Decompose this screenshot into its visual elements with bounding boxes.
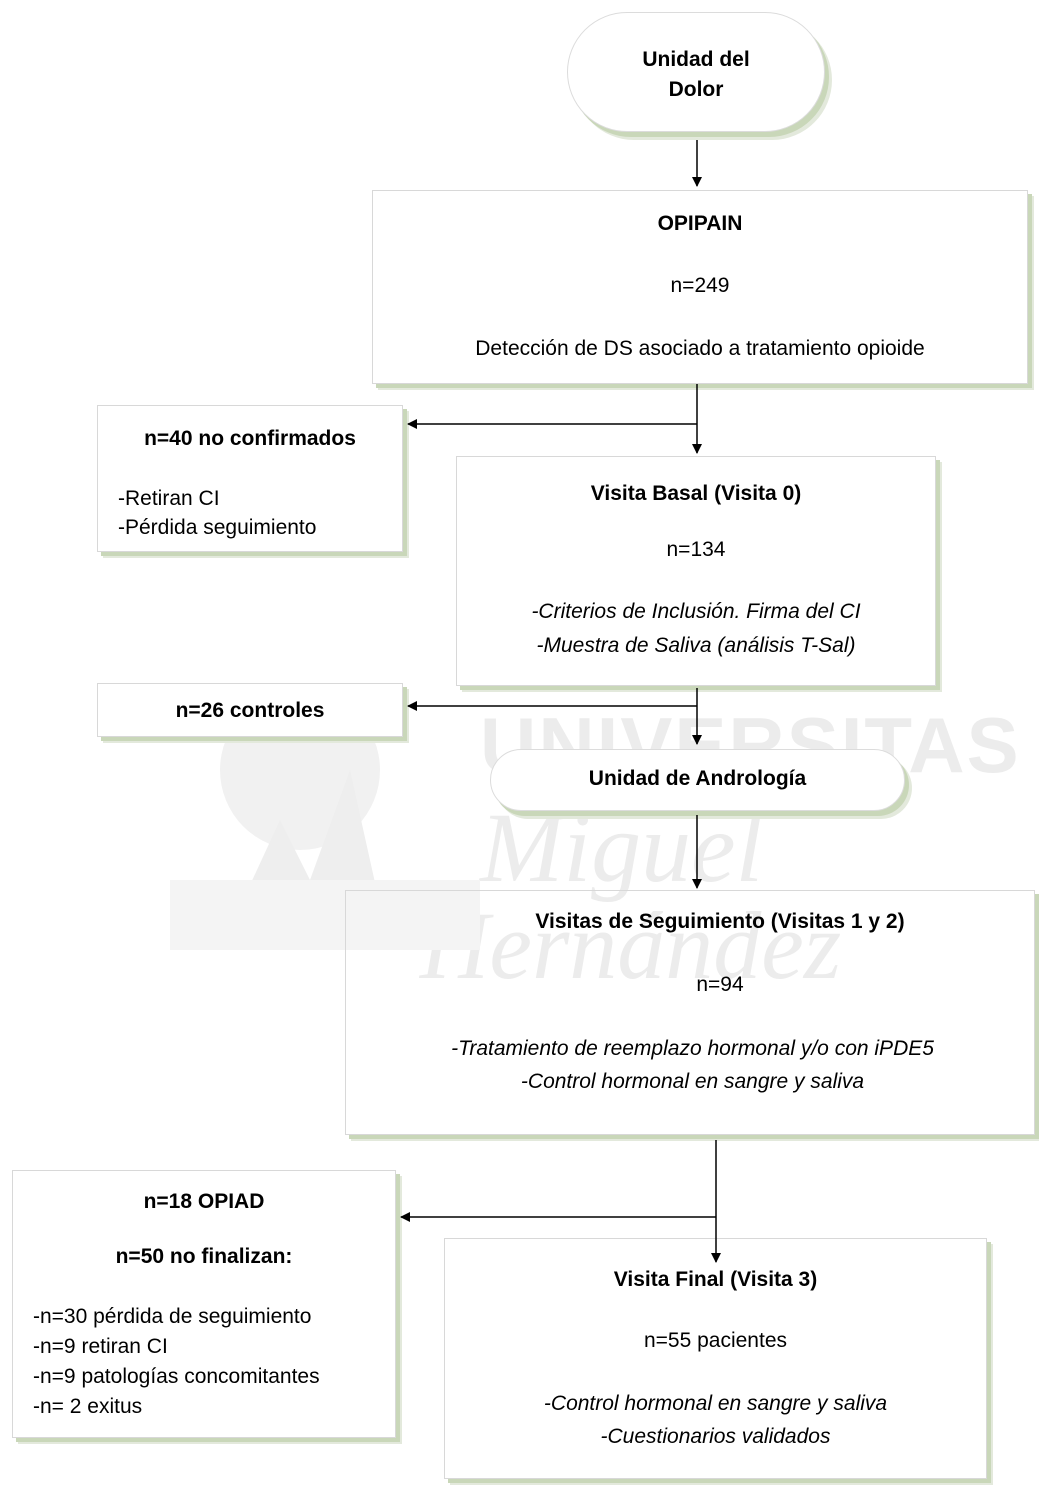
seguimiento-line1: -Tratamiento de reemplazo hormonal y/o c… bbox=[451, 1037, 934, 1060]
seguimiento-title: Visitas de Seguimiento (Visitas 1 y 2) bbox=[535, 910, 905, 933]
unidad-dolor-line2: Dolor bbox=[668, 78, 724, 101]
visita-final-line1: -Control hormonal en sangre y saliva bbox=[543, 1392, 888, 1415]
visita-basal-box: Visita Basal (Visita 0) n=134 -Criterios… bbox=[456, 456, 936, 686]
opipain-n: n=249 bbox=[670, 274, 730, 297]
no-finalizan-item2: -n=9 retiran CI bbox=[33, 1335, 168, 1358]
controles-title: n=26 controles bbox=[175, 699, 325, 722]
andrologia-title: Unidad de Andrología bbox=[588, 767, 807, 790]
visita-final-line2: -Cuestionarios validados bbox=[600, 1425, 831, 1448]
visita-basal-title: Visita Basal (Visita 0) bbox=[590, 482, 802, 505]
unidad-dolor-node: Unidad del Dolor bbox=[567, 12, 825, 132]
no-finalizan-title2: n=50 no finalizan: bbox=[115, 1245, 293, 1268]
no-finalizan-box: n=18 OPIAD n=50 no finalizan: -n=30 pérd… bbox=[12, 1170, 396, 1438]
andrologia-node: Unidad de Andrología bbox=[490, 749, 905, 811]
no-confirmados-box: n=40 no confirmados -Retiran CI -Pérdida… bbox=[97, 405, 403, 552]
no-confirmados-item2: -Pérdida seguimiento bbox=[118, 516, 317, 539]
no-finalizan-item1: -n=30 pérdida de seguimiento bbox=[33, 1305, 312, 1328]
visita-basal-line2: -Muestra de Saliva (análisis T-Sal) bbox=[536, 634, 856, 657]
opipain-desc: Detección de DS asociado a tratamiento o… bbox=[475, 337, 925, 360]
no-confirmados-title: n=40 no confirmados bbox=[144, 427, 356, 450]
opipain-box: OPIPAIN n=249 Detección de DS asociado a… bbox=[372, 190, 1028, 384]
unidad-dolor-line1: Unidad del bbox=[642, 48, 750, 71]
visita-basal-n: n=134 bbox=[666, 538, 726, 561]
controles-box: n=26 controles bbox=[97, 683, 403, 737]
watermark-hernandez: Hernández bbox=[420, 892, 842, 999]
visita-final-n: n=55 pacientes bbox=[643, 1329, 788, 1352]
visita-basal-line1: -Criterios de Inclusión. Firma del CI bbox=[531, 600, 861, 623]
no-finalizan-item4: -n= 2 exitus bbox=[33, 1395, 143, 1418]
seguimiento-box: Visitas de Seguimiento (Visitas 1 y 2) n… bbox=[345, 890, 1035, 1135]
no-confirmados-item1: -Retiran CI bbox=[118, 487, 220, 510]
opipain-title: OPIPAIN bbox=[657, 212, 743, 235]
visita-final-box: Visita Final (Visita 3) n=55 pacientes -… bbox=[444, 1238, 987, 1479]
seguimiento-line2: -Control hormonal en sangre y saliva bbox=[520, 1070, 865, 1093]
visita-final-title: Visita Final (Visita 3) bbox=[613, 1268, 818, 1291]
seguimiento-n: n=94 bbox=[696, 973, 744, 996]
no-finalizan-title1: n=18 OPIAD bbox=[143, 1190, 265, 1213]
no-finalizan-item3: -n=9 patologías concomitantes bbox=[33, 1365, 320, 1388]
